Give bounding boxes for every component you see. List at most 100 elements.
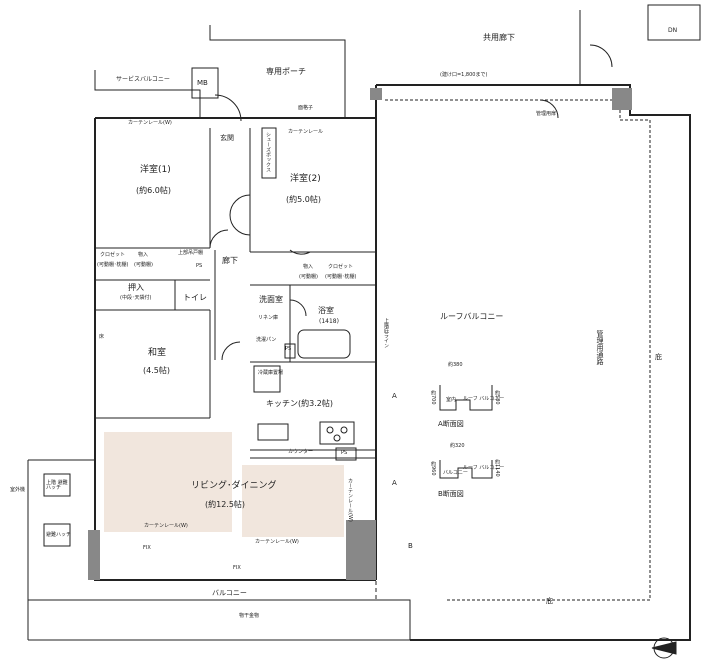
label-curtain-rail-w-1: カーテンレール(W) [128,120,172,126]
roof-balcony-outline [376,84,691,641]
label-curtain-rail-w-4: カーテンレール(W) [347,478,353,522]
label-service-balcony: サービスバルコニー [116,76,170,83]
label-roof-balcony-short-a: ルーフ バルコニー [463,396,505,402]
evac-hatch [43,523,71,547]
burner [326,426,334,434]
section-a-detail [439,385,493,411]
label-laundry-pan: 洗濯パン [256,337,277,343]
column [88,530,100,580]
label-balcony: バルコニー [212,589,247,597]
label-storage-1: 物入 [138,252,149,258]
living-floor-shade-1 [104,432,232,532]
label-kitchen: キッチン(約3.2帖) [266,399,333,408]
kitchen-sink [257,423,289,441]
label-closet-2-sub: (可動棚･枕棚) [325,274,357,280]
label-management-door: 管理用扉 [536,111,557,117]
label-western1-size: (約6.0帖) [136,186,171,195]
living-floor-shade-2 [242,465,344,537]
label-dim-700: 約700 [430,390,436,405]
label-dim-960: 約960 [430,461,436,476]
outer-wall-top-left [94,70,201,118]
label-fix-2: FIX [233,565,241,571]
label-shoe-box: シューズボックス [265,132,271,172]
label-corridor: 廊下 [222,256,238,265]
label-oshiire-sub: (中段･天袋付) [120,295,152,301]
label-closet-1: クロゼット [100,252,126,258]
label-roof-balcony: ルーフバルコニー [440,312,504,321]
label-a-mark-right: A [392,479,397,487]
label-oshiire: 押入 [128,283,144,292]
ps-box-kitchen [335,447,357,461]
label-bathroom: 浴室 [318,306,334,315]
mb-box [191,67,219,99]
door-swing [229,194,251,236]
label-closet-1-sub: (可動棚･枕棚) [97,262,129,268]
label-section-a: A断面図 [438,420,464,428]
label-dim-1140: 約1140 [494,459,500,477]
label-counter: カウンター [288,449,314,455]
label-curtain-rail: カーテンレール [288,129,324,135]
porch-outline [209,25,346,118]
label-ps-3: PS [341,450,348,456]
door-swing [221,341,241,361]
label-tokonoma: 床 [99,334,105,340]
label-bath-size: (1418) [319,318,339,325]
label-management-path: 管理用通路 [596,330,604,365]
label-b-mark: B [408,542,413,550]
label-dim-320: 約320 [450,443,465,449]
label-balcony-short: バルコニー [443,470,468,476]
label-living: リビング･ダイニング [191,481,277,491]
evac-hatch-upper [43,473,71,497]
label-common-corridor: 共用廊下 [483,33,515,42]
label-washroom: 洗面室 [259,295,283,304]
label-evac-hatch-upper: 上階 避難ハッチ [46,480,68,491]
north-arrow [651,641,677,655]
door-swing [589,44,613,68]
fridge-space [253,365,281,393]
balcony-outline [28,599,411,641]
label-fridge: 冷蔵庫置場 [258,370,284,376]
door-swing [209,229,229,249]
section-b-detail [439,460,493,479]
column [370,88,382,100]
label-upper-eave: 上階庇ライン [383,318,389,348]
label-roof-balcony-short-b: ルーフ バルコニー [463,465,505,471]
label-storage-2-sub: (可動棚) [299,274,318,280]
label-air-conditioner: 室外機 [10,487,26,493]
label-ps-2: PS [285,346,292,352]
shoe-box [261,127,277,179]
door-swing [289,299,307,317]
label-curtain-rail-w-3: カーテンレール(W) [255,539,299,545]
label-living-size: (約12.5帖) [205,500,246,509]
label-hanger: 物干金物 [239,613,260,619]
stair [647,4,701,41]
label-toilet: トイレ [183,293,207,302]
label-ps-1: PS [196,263,203,269]
burner [333,434,341,442]
label-eave-2: 庇 [546,597,553,605]
label-dim-380: 約380 [448,362,463,368]
ps-box [284,343,296,359]
kitchen-stove [319,421,355,445]
door-swing [289,249,311,255]
label-evac-hatch: 避難ハッチ [46,532,72,538]
label-western2-size: (約5.0帖) [286,195,321,204]
column [612,88,632,110]
label-a-mark-left: A [392,392,397,400]
label-storage-2: 物入 [303,264,314,270]
label-entrance: 玄関 [220,134,234,142]
burner [340,426,348,434]
label-western2: 洋室(2) [290,174,321,184]
label-linen: リネン庫 [258,315,279,321]
label-storage-1-sub: (可動棚) [134,262,153,268]
label-indoor: 室内 [446,397,457,403]
label-upper-storage: 上部吊戸棚 [178,250,204,256]
label-curtain-rail-w-2: カーテンレール(W) [144,523,188,529]
label-closet-2: クロゼット [328,264,354,270]
roof-balcony-inner [385,99,651,601]
column [346,520,376,580]
label-section-b: B断面図 [438,490,464,498]
label-private-porch: 専用ポーチ [266,67,306,76]
label-eave-1: 庇 [655,353,662,361]
